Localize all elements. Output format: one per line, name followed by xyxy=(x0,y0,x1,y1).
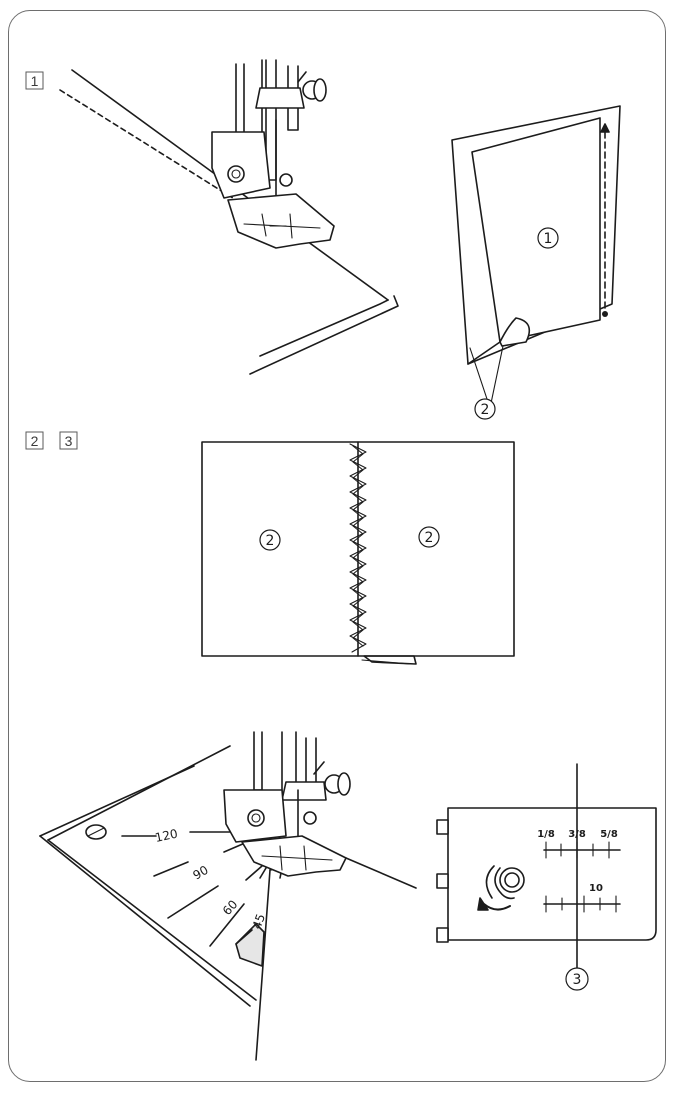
needle-plate xyxy=(39,745,417,1007)
svg-text:2: 2 xyxy=(481,402,490,418)
svg-text:5/8: 5/8 xyxy=(600,829,618,840)
fabric-sheets-step1 xyxy=(59,69,399,375)
callout-1-folded-fabric: 1 xyxy=(537,227,559,249)
svg-text:1: 1 xyxy=(544,231,553,247)
svg-text:2: 2 xyxy=(266,533,275,549)
svg-text:3: 3 xyxy=(65,433,73,449)
seam-guide-scale-labels: 1/8 3/8 5/8 10 xyxy=(537,829,618,894)
svg-text:1/8: 1/8 xyxy=(537,829,555,840)
opened-seam-fabric xyxy=(201,441,515,665)
svg-text:45: 45 xyxy=(250,912,268,931)
svg-text:3/8: 3/8 xyxy=(568,829,586,840)
svg-text:10: 10 xyxy=(589,883,603,894)
callout-2-right-panel: 2 xyxy=(418,526,440,548)
callout-2-left-panel: 2 xyxy=(259,529,281,551)
svg-text:2: 2 xyxy=(31,433,39,449)
callout-2-fabric-edges: 2 xyxy=(474,398,496,420)
callout-3-guide-line: 3 xyxy=(565,967,589,991)
seam-guide-plate xyxy=(436,763,657,969)
presser-foot-step3 xyxy=(223,731,351,877)
svg-text:2: 2 xyxy=(425,530,434,546)
svg-text:60: 60 xyxy=(220,897,241,918)
presser-foot-step1 xyxy=(211,59,335,249)
step-2-label: 2 xyxy=(25,431,44,450)
step-1-label: 1 xyxy=(25,71,44,90)
page-frame xyxy=(8,10,666,1082)
svg-text:90: 90 xyxy=(191,863,211,883)
svg-text:1: 1 xyxy=(31,73,39,89)
step-3-label: 3 xyxy=(59,431,78,450)
svg-text:120: 120 xyxy=(154,826,179,844)
needle-plate-angle-markings: 120 90 60 45 xyxy=(154,826,268,931)
svg-text:3: 3 xyxy=(573,972,582,988)
folded-fabric xyxy=(451,105,621,409)
